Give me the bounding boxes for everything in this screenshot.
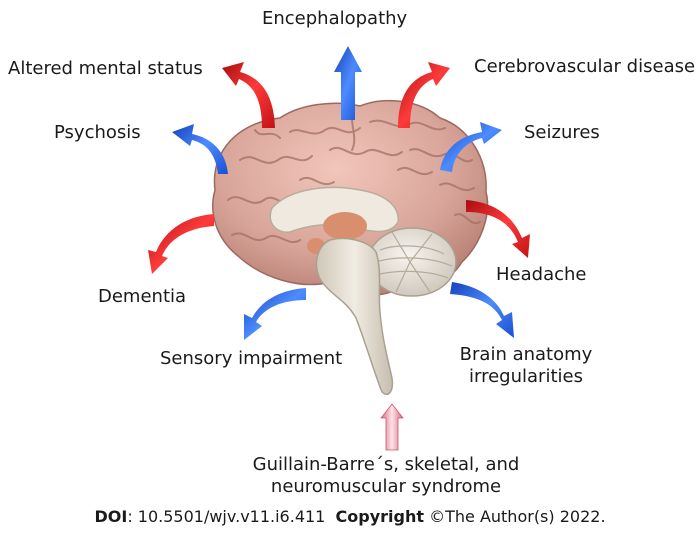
arrow-guillain-barre [380,403,404,451]
label-encephalopathy: Encephalopathy [262,8,408,29]
label-sensory-impairment: Sensory impairment [160,348,343,369]
doi-value: : 10.5501/wjv.v11.i6.411 [127,507,326,526]
arrow-cerebrovascular-disease [398,62,450,128]
label-brain-anatomy: Brain anatomy irregularities [452,344,600,388]
label-dementia: Dementia [98,286,187,307]
doi-label: DOI [94,507,128,526]
cerebellum [367,227,457,297]
arrow-up-encephalopathy [334,46,362,120]
label-brain-anatomy-line1: Brain anatomy [459,344,593,365]
arrow-dementia [148,214,214,274]
corpus-callosum [269,186,399,233]
arrow-sensory-impairment [244,288,306,340]
label-cerebrovascular-disease: Cerebrovascular disease [474,56,696,77]
label-guillain-line2: neuromuscular syndrome [270,476,502,497]
brain-illustration [212,99,489,396]
brainstem [315,237,394,396]
copyright-value: ©The Author(s) 2022. [424,507,606,526]
cerebellum-folia [375,231,453,293]
label-seizures: Seizures [524,122,600,143]
arrow-seizures [440,122,502,172]
arrow-brain-anatomy [450,282,514,338]
thalamus [323,212,367,240]
arrow-headache [466,200,530,258]
label-brain-anatomy-line2: irregularities [469,366,583,387]
label-headache: Headache [496,264,587,285]
label-guillain-barre: Guillain-Barre´s, skeletal, and neuromus… [236,454,536,498]
label-guillain-line1: Guillain-Barre´s, skeletal, and [252,454,520,475]
arrow-altered-mental-status [222,62,275,128]
citation-footer: DOI: 10.5501/wjv.v11.i6.411 Copyright ©T… [0,507,700,527]
label-psychosis: Psychosis [54,122,141,143]
copyright-label: Copyright [335,507,425,526]
label-altered-mental-status: Altered mental status [8,58,203,79]
arrow-psychosis [172,124,228,174]
